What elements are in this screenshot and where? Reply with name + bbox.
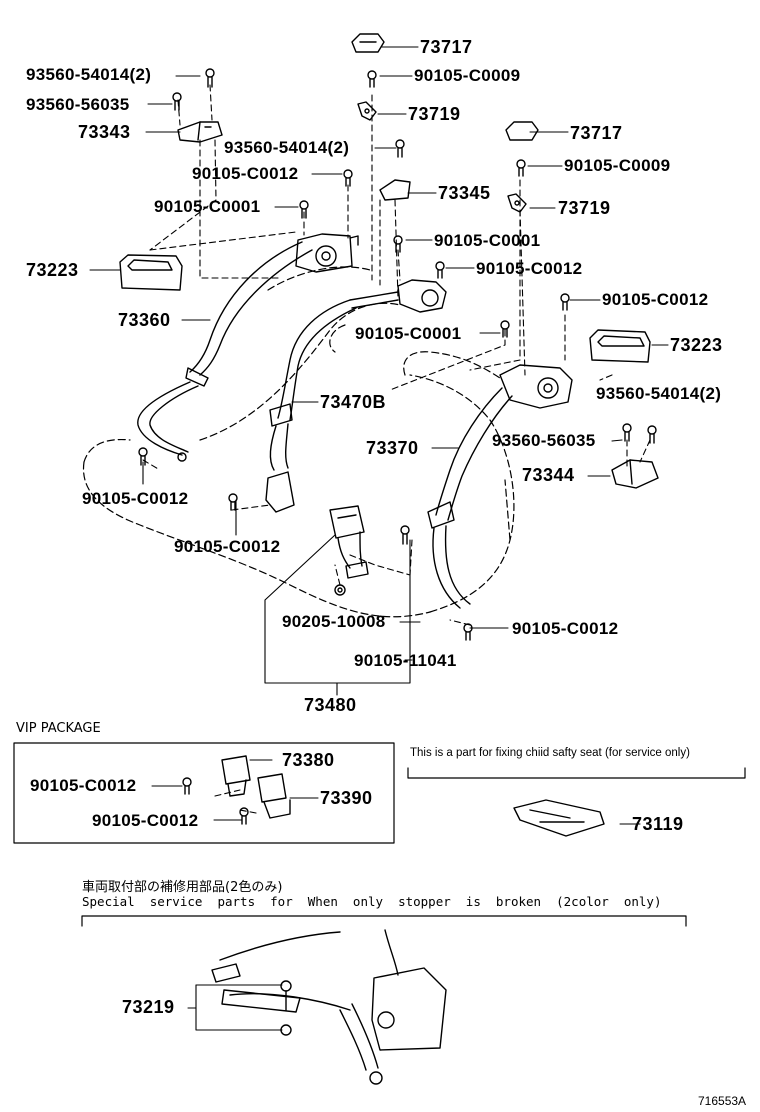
- stopper-73219-icon: [211, 929, 447, 1085]
- bolt-90105-c0012-right-icon: [560, 293, 570, 311]
- bolt-90105-c0012-top-icon: [343, 169, 353, 187]
- rear-seat-outline: [82, 266, 515, 618]
- retractor-middle-icon: [349, 279, 447, 313]
- part-73719-right: 73719: [558, 198, 611, 218]
- part-90105-c0012-mid: 90105-C0012: [476, 259, 583, 278]
- part-73719-top: 73719: [408, 104, 461, 124]
- cover-73223-right-icon: [589, 329, 651, 363]
- bolt-90105-c0012-lower-icon: [463, 623, 473, 641]
- bolt-90105-c0012-mid-icon: [435, 261, 445, 279]
- bracket-73344-icon: [611, 459, 659, 489]
- part-73223-right: 73223: [670, 335, 723, 355]
- bolt-93560-54014-left-icon: [205, 68, 215, 88]
- buckle-73380-icon: [221, 755, 251, 797]
- belt-73360-icon: [137, 241, 313, 462]
- special-parts-note-en: Special service parts for When only stop…: [82, 894, 662, 909]
- bolt-93560-54014-right-icon: [647, 425, 657, 444]
- bolt-90105-c0009-right-icon: [516, 159, 526, 177]
- bolt-90105-c0012-belt-icon: [228, 493, 238, 511]
- guide-73719-top-icon: [357, 101, 377, 121]
- bolt-90105-c0009-top-icon: [367, 70, 377, 88]
- part-90105-c0001-mid: 90105-C0001: [434, 231, 541, 250]
- bolt-90105-c0012-vip-a-icon: [182, 777, 192, 795]
- part-73223-left: 73223: [26, 260, 79, 280]
- vip-package-box: [13, 742, 395, 844]
- part-90105-c0012-leftlow: 90105-C0012: [82, 489, 189, 508]
- part-73343: 73343: [78, 122, 131, 142]
- guide-73719-right-icon: [507, 193, 527, 213]
- part-73345: 73345: [438, 183, 491, 203]
- part-93560-54014-mid: 93560-54014(2): [224, 138, 350, 157]
- belt-73370-icon: [427, 387, 513, 609]
- part-90105-c0001-right: 90105-C0001: [355, 324, 462, 343]
- part-90105-c0012-vip-b: 90105-C0012: [92, 811, 199, 830]
- bolt-90105-c0001-right-icon: [500, 320, 510, 338]
- part-90205-10008: 90205-10008: [282, 612, 386, 631]
- part-93560-54014-right: 93560-54014(2): [596, 384, 722, 403]
- retractor-right-icon: [499, 364, 573, 409]
- bracket-73345-icon: [379, 179, 411, 201]
- drawing-number: 716553A: [698, 1094, 747, 1108]
- nut-90205-10008-icon: [334, 584, 346, 596]
- part-73370: 73370: [366, 438, 419, 458]
- part-73344: 73344: [522, 465, 575, 485]
- part-90105-c0009-right: 90105-C0009: [564, 156, 671, 175]
- buckle-73390-icon: [257, 773, 291, 819]
- part-90105-c0009-top: 90105-C0009: [414, 66, 521, 85]
- solid-leaders: [89, 46, 669, 1031]
- dashed-leaders: [142, 84, 651, 814]
- child-seat-note: This is a part for fixing chiid safty se…: [410, 747, 690, 759]
- part-93560-54014-left: 93560-54014(2): [26, 65, 152, 84]
- part-90105-c0001-left: 90105-C0001: [154, 197, 261, 216]
- part-73360: 73360: [118, 310, 171, 330]
- bolt-90105-c0001-left-icon: [299, 200, 309, 219]
- bracket-73343-icon: [177, 121, 223, 143]
- cover-73223-left-icon: [119, 254, 183, 291]
- part-93560-56035-left: 93560-56035: [26, 95, 130, 114]
- fixing-plate-73119-icon: [513, 799, 605, 837]
- part-73390: 73390: [320, 788, 373, 808]
- retractor-left-icon: [295, 233, 359, 273]
- vip-package-title: VIP PACKAGE: [16, 721, 101, 736]
- part-90105-c0012-right: 90105-C0012: [602, 290, 709, 309]
- part-73717-top: 73717: [420, 37, 473, 57]
- part-73219: 73219: [122, 997, 175, 1017]
- part-93560-56035-right: 93560-56035: [492, 431, 596, 450]
- bolt-93560-56035-left-icon: [172, 92, 182, 111]
- part-90105-c0012-vip-a: 90105-C0012: [30, 776, 137, 795]
- bolt-90105-c0012-vip-b-icon: [239, 807, 249, 825]
- special-parts-bracket: [81, 915, 687, 927]
- part-73717-right: 73717: [570, 123, 623, 143]
- part-73480: 73480: [304, 695, 357, 715]
- part-73470b: 73470B: [320, 392, 387, 412]
- part-90105-c0012-belt: 90105-C0012: [174, 537, 281, 556]
- bolt-93560-56035-right-icon: [622, 423, 632, 442]
- cap-73717-right-icon: [505, 121, 539, 141]
- bolt-93560-54014-mid-icon: [395, 139, 405, 158]
- child-seat-bracket: [407, 767, 746, 779]
- part-73380: 73380: [282, 750, 335, 770]
- part-90105-c0012-top: 90105-C0012: [192, 164, 299, 183]
- bolt-90105-c0001-mid-icon: [393, 235, 403, 253]
- buckle-73480-icon: [329, 505, 369, 579]
- bolt-90105-c0012-leftlow-icon: [138, 447, 148, 466]
- cap-73717-top-icon: [351, 33, 385, 53]
- belt-73470b-icon: [265, 299, 357, 513]
- special-parts-note-jp: 車両取付部の補修用部品(2色のみ): [82, 880, 283, 895]
- part-90105-11041: 90105-11041: [354, 651, 457, 670]
- part-90105-c0012-lower: 90105-C0012: [512, 619, 619, 638]
- part-73119: 73119: [632, 814, 684, 834]
- bolt-90105-11041-icon: [400, 525, 410, 545]
